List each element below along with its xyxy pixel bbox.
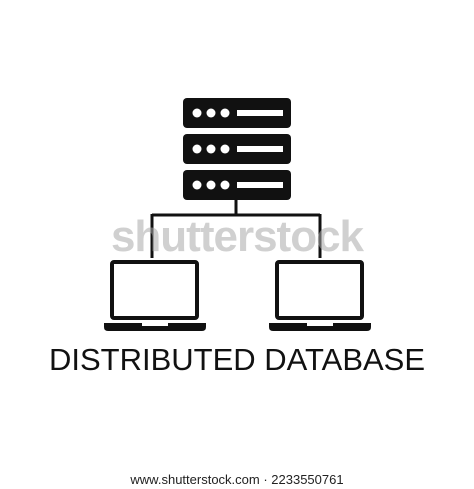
- server-unit-3-slot: [237, 182, 283, 188]
- right-laptop-notch: [307, 323, 333, 326]
- server-unit-3-led-1: [192, 180, 202, 190]
- network-connector-icon: [150, 200, 322, 258]
- server-unit-1-led-2: [206, 108, 216, 118]
- left-laptop-base: [104, 323, 206, 331]
- laptop-icon: [104, 260, 206, 331]
- server-unit-1-led-3: [220, 108, 230, 118]
- server-unit-1-slot: [237, 110, 283, 116]
- server-rack-icon: [183, 98, 291, 200]
- server-unit-2-led-1: [192, 144, 202, 154]
- server-unit-3-led-2: [206, 180, 216, 190]
- left-laptop-notch: [142, 323, 168, 326]
- watermark: shutterstock: [110, 212, 364, 261]
- left-laptop-screen: [110, 260, 199, 320]
- right-laptop-base: [269, 323, 371, 331]
- laptop-icon: [269, 260, 371, 331]
- footer-credit: www.shutterstock.com · 2233550761: [130, 472, 344, 487]
- server-unit-3-led-3: [220, 180, 230, 190]
- right-laptop-screen: [275, 260, 364, 320]
- server-unit-2-led-3: [220, 144, 230, 154]
- server-unit-2-led-2: [206, 144, 216, 154]
- server-unit-1-led-1: [192, 108, 202, 118]
- footer-bar: [0, 470, 474, 489]
- caption-title: DISTRIBUTED DATABASE: [48, 342, 426, 377]
- server-unit-2-slot: [237, 146, 283, 152]
